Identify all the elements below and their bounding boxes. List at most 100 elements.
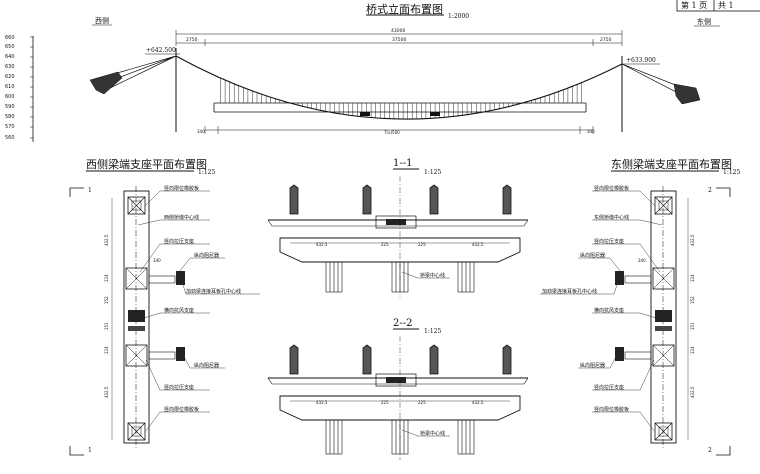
section-2-2: 2--2 1:125 432.5 225 225 432.5 桥梁中心线	[267, 318, 529, 460]
svg-text:650: 650	[5, 44, 15, 50]
svg-text:151: 151	[690, 322, 695, 330]
east-side-label: 东侧	[697, 17, 711, 26]
svg-text:225: 225	[418, 400, 426, 405]
svg-text:630: 630	[5, 64, 15, 70]
elevation-scale: 1:2000	[448, 13, 469, 20]
west-damper-upper	[148, 271, 185, 285]
svg-text:加劲梁连接耳板孔中心线: 加劲梁连接耳板孔中心线	[542, 288, 597, 295]
svg-text:340: 340	[197, 129, 205, 134]
east-elevation-mark: +633.900	[626, 57, 656, 64]
svg-text:7(x)500: 7(x)500	[384, 130, 400, 135]
east-wind-bearing	[655, 310, 672, 331]
svg-text:加劲梁连接耳板孔中心线: 加劲梁连接耳板孔中心线	[186, 288, 241, 295]
svg-text:432.5: 432.5	[472, 242, 484, 247]
svg-text:610: 610	[5, 84, 15, 90]
west-rubber-pad-bottom	[127, 422, 146, 441]
svg-text:124: 124	[690, 346, 695, 354]
svg-text:1:125: 1:125	[424, 169, 441, 176]
svg-text:432.5: 432.5	[316, 242, 328, 247]
section-2-railings	[289, 344, 512, 375]
east-anchorage	[673, 83, 701, 105]
svg-text:竖向限位橡胶板: 竖向限位橡胶板	[594, 185, 629, 192]
svg-text:37500: 37500	[392, 37, 406, 43]
svg-text:横向抗风支座: 横向抗风支座	[594, 307, 624, 314]
svg-text:竖向拉压支座: 竖向拉压支座	[594, 238, 624, 245]
svg-text:151: 151	[104, 322, 109, 330]
svg-text:横向抗风支座: 横向抗风支座	[164, 307, 194, 314]
elevation-ruler: 660 650 640 630 620 610 600 590 580 570 …	[5, 35, 34, 142]
svg-text:124: 124	[690, 274, 695, 282]
east-rubber-pad-bottom	[654, 422, 673, 441]
svg-text:2750: 2750	[186, 37, 198, 43]
svg-text:432.5: 432.5	[690, 386, 695, 398]
svg-text:640: 640	[5, 54, 15, 60]
west-anchorage	[89, 71, 123, 95]
svg-text:124: 124	[104, 274, 109, 282]
svg-text:竖向拉压支座: 竖向拉压支座	[164, 238, 194, 245]
east-bearing-plan: 东侧梁端支座平面布置图 1:125 2 2 竖向限位橡胶板 东侧桥墩中心线 竖向…	[540, 157, 740, 456]
svg-text:340: 340	[638, 258, 646, 263]
svg-text:43000: 43000	[391, 28, 405, 34]
section-1-1: 1--1 1:125 432.5 225 225 432.5 桥梁中心线	[267, 158, 529, 298]
svg-text:东侧桥墩中心线: 东侧桥墩中心线	[594, 214, 629, 221]
main-cable	[175, 55, 623, 120]
svg-text:竖向限位橡胶板: 竖向限位橡胶板	[594, 406, 629, 413]
west-bearing-upper	[125, 267, 148, 290]
svg-text:1:125: 1:125	[198, 169, 215, 176]
svg-text:152: 152	[690, 296, 695, 304]
svg-text:432.5: 432.5	[104, 386, 109, 398]
section-1-railings	[289, 184, 512, 215]
svg-text:590: 590	[5, 104, 15, 110]
east-bearing-lower	[652, 344, 675, 367]
svg-text:竖向拉压支座: 竖向拉压支座	[594, 384, 624, 391]
svg-text:纵向阻尼器: 纵向阻尼器	[194, 252, 219, 259]
east-damper-upper	[615, 271, 652, 285]
west-elevation-mark: +642.500	[146, 47, 176, 54]
svg-text:桥梁中心线: 桥梁中心线	[420, 430, 445, 437]
west-dimension-chain: 432.5 124 152 151 124 432.5 340	[104, 234, 161, 398]
elevation-view: 桥式立面布置图 1:2000 西侧 东侧 660 650 640 630 620…	[5, 2, 720, 142]
svg-text:1:125: 1:125	[723, 169, 740, 176]
east-dimension-chain: 432.5 124 152 151 124 432.5 340	[638, 234, 695, 398]
page-box: 第 1 页 共 1	[676, 0, 760, 12]
svg-text:竖向限位橡胶板: 竖向限位橡胶板	[164, 185, 199, 192]
east-rubber-pad-top	[654, 196, 673, 215]
svg-text:2: 2	[708, 187, 712, 194]
svg-text:2: 2	[708, 447, 712, 454]
svg-text:竖向拉压支座: 竖向拉压支座	[164, 384, 194, 391]
svg-text:124: 124	[104, 346, 109, 354]
west-bearing-plan: 西侧梁端支座平面布置图 1:125 1 1 竖向限位橡胶板 西侧桥墩中心线 竖向…	[69, 157, 260, 456]
svg-text:225: 225	[418, 242, 426, 247]
svg-text:西侧桥墩中心线: 西侧桥墩中心线	[164, 214, 199, 221]
svg-text:152: 152	[104, 296, 109, 304]
svg-text:1: 1	[88, 187, 92, 194]
page-total: 共 1	[718, 1, 734, 10]
svg-text:660: 660	[5, 35, 15, 41]
svg-text:600: 600	[5, 94, 15, 100]
svg-text:纵向阻尼器: 纵向阻尼器	[194, 362, 219, 369]
west-side-label: 西侧	[95, 16, 109, 25]
svg-text:432.5: 432.5	[104, 234, 109, 246]
svg-text:340: 340	[153, 258, 161, 263]
west-wind-bearing	[128, 310, 145, 331]
west-plan-title: 西侧梁端支座平面布置图	[86, 157, 207, 171]
svg-text:620: 620	[5, 74, 15, 80]
svg-text:432.5: 432.5	[690, 234, 695, 246]
svg-text:桥梁中心线: 桥梁中心线	[420, 272, 445, 279]
east-bearing-upper	[652, 267, 675, 290]
svg-text:1:125: 1:125	[424, 328, 441, 335]
svg-text:225: 225	[381, 400, 389, 405]
svg-text:纵向阻尼器: 纵向阻尼器	[580, 252, 605, 259]
svg-text:225: 225	[381, 242, 389, 247]
svg-text:432.5: 432.5	[472, 400, 484, 405]
elevation-deck: 340 7(x)500 340	[197, 102, 595, 135]
elevation-title: 桥式立面布置图	[366, 2, 443, 16]
svg-text:580: 580	[5, 114, 15, 120]
svg-text:560: 560	[5, 135, 15, 141]
page-number: 第 1 页	[681, 0, 707, 10]
section-1-title: 1--1	[393, 158, 412, 169]
west-bearing-lower	[125, 344, 148, 367]
west-rubber-pad-top	[127, 196, 146, 215]
svg-text:1: 1	[88, 447, 92, 454]
